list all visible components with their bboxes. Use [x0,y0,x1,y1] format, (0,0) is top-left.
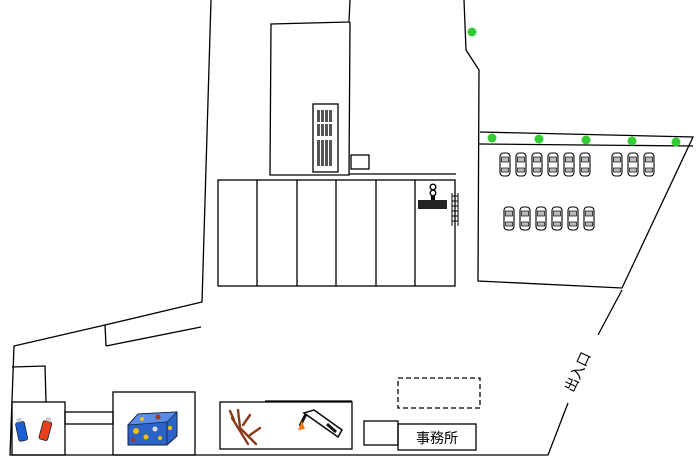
site-boundary-road-edge [104,324,107,347]
parked-car-icon [499,152,511,177]
press-machine-strips [317,110,332,166]
parked-car-icon [611,152,623,177]
entrance-line [597,289,623,336]
parked-car-icon [531,152,543,177]
gas-torch-icon [298,409,344,439]
parking-area [463,0,695,289]
office-building [397,423,477,451]
site-boundary [9,0,569,456]
parked-car-icon [519,206,531,231]
parked-car-icon [503,206,515,231]
green-light-icon [467,27,681,147]
parked-car-icon [643,152,655,177]
crane-icon [418,183,459,226]
parked-car-icon [567,206,579,231]
office-label: 事務所 [416,431,458,447]
parked-car-icon [551,206,563,231]
parked-car-icon [627,152,639,177]
parked-car-icon [583,206,595,231]
press-machine-icon [312,103,339,173]
parked-car-icon [579,152,591,177]
parked-car-icon [563,152,575,177]
parked-car-icon [515,152,527,177]
battery-icon [15,416,53,442]
planned-area [397,377,481,409]
shed-left [11,365,47,403]
tool-shed [219,401,353,450]
scrap-bin-icon [127,411,179,446]
passage [64,411,114,425]
scrap-store [112,391,196,456]
office-annex [363,420,399,446]
parked-car-icon [535,206,547,231]
entrance-label: 出入口 [562,350,594,395]
building-north [269,0,351,176]
parking-area-edge [478,143,694,147]
parked-car-group [499,152,655,231]
branch-icon [228,408,262,446]
parked-car-icon [547,152,559,177]
small-box [350,154,370,170]
battery-store [11,401,66,456]
site-boundary-road-edge [105,326,202,347]
